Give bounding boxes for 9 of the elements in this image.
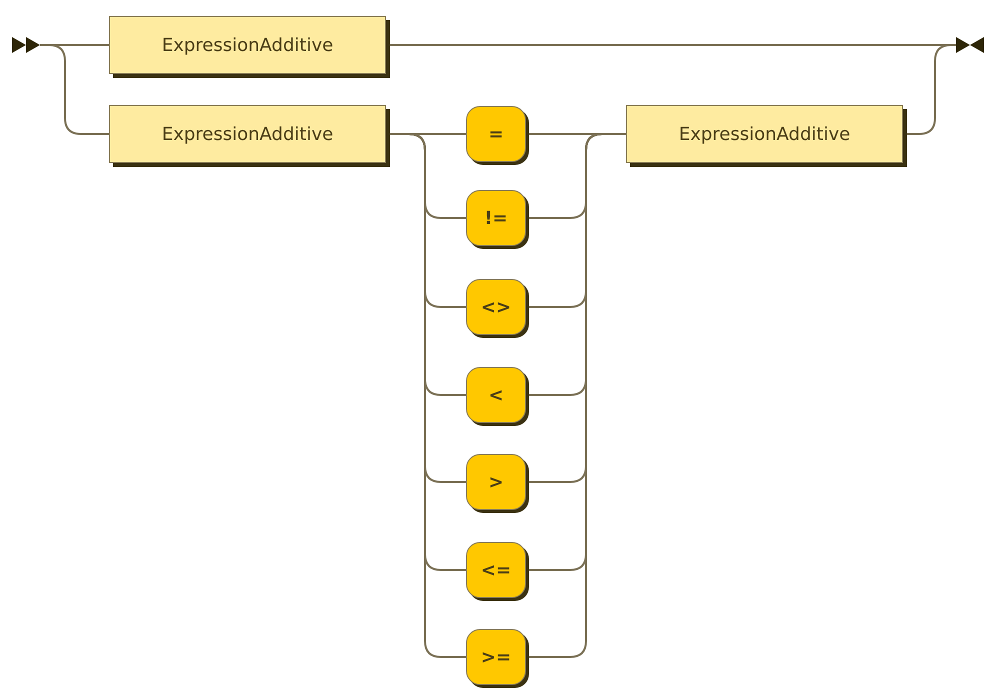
terminal-token: != xyxy=(466,190,526,246)
railroad-track xyxy=(46,44,109,135)
terminal-token: >= xyxy=(466,629,526,685)
terminal-token: = xyxy=(466,106,526,162)
start-marker xyxy=(12,37,46,53)
terminal-token: < xyxy=(466,367,526,423)
terminal-token: <> xyxy=(466,279,526,335)
terminal-token: > xyxy=(466,454,526,510)
terminal-token: <= xyxy=(466,542,526,598)
